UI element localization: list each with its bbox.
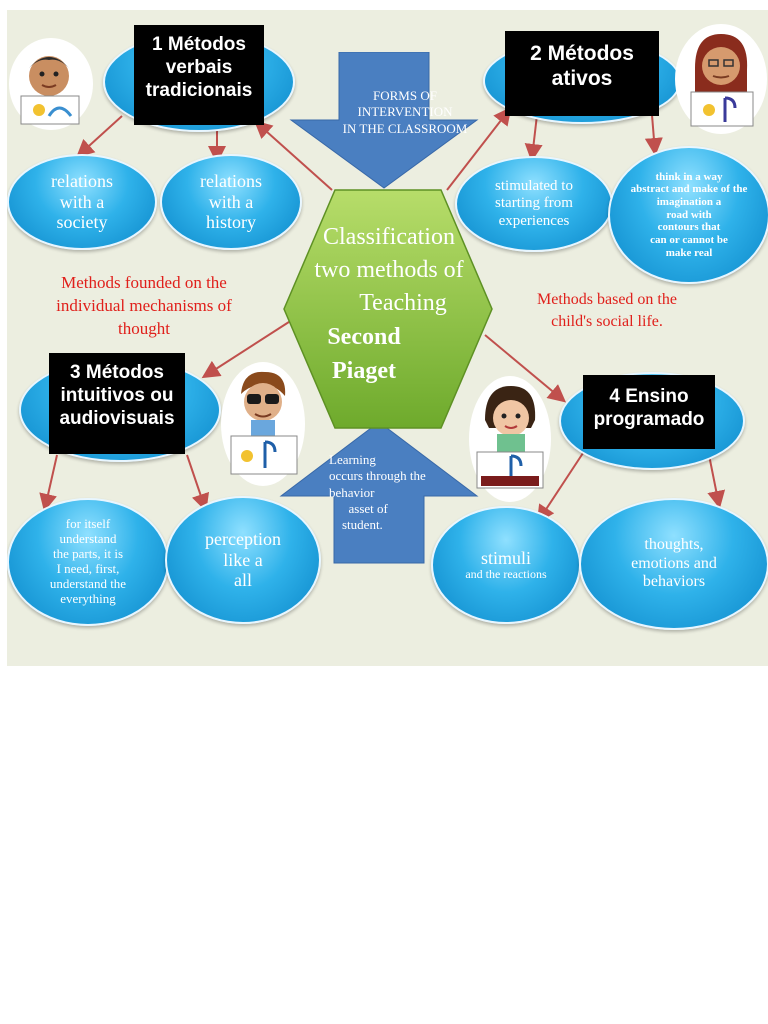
center-text: Classification two methods of Teaching S… [295, 221, 483, 388]
method-4-title: 4 Ensino programado [583, 375, 715, 449]
connector-center-m4 [484, 334, 567, 403]
connector-m3-perception [186, 454, 210, 512]
boy-with-glasses-icon [221, 362, 305, 486]
connector-m1-society [76, 115, 123, 158]
connector-center-m2 [446, 106, 512, 191]
girl-with-drawing-icon [469, 376, 551, 502]
connector-center-m1 [254, 120, 333, 191]
bubble-experiences-text: stimulated to starting from experiences [495, 178, 573, 229]
center-line-1: Classification [323, 224, 455, 250]
connector-m2-experiences [524, 114, 543, 162]
bubble-thoughts: thoughts, emotions and behaviors [579, 498, 768, 630]
bubble-history-text: relations with a history [200, 170, 262, 233]
bubble-imagination: think in a way abstract and make of the … [608, 146, 768, 284]
center-line-2: two methods of [314, 257, 464, 283]
bottom-arrow [279, 421, 479, 564]
bubble-experiences: stimulated to starting from experiences [455, 156, 613, 252]
woman-with-drawing-icon [675, 24, 767, 134]
bubble-perception-text: perception like a all [205, 528, 281, 591]
method-2-title: 2 Métodos ativos [505, 31, 659, 116]
note-left: Methods founded on the individual mechan… [56, 273, 232, 338]
bubble-society-text: relations with a society [51, 170, 113, 233]
bubble-thoughts-text: thoughts, emotions and behaviors [631, 536, 717, 591]
bottom-arrow-text: Learning occurs through the behavior ass… [329, 452, 426, 532]
method-1-title: 1 Métodos verbais tradicionais [134, 25, 264, 125]
connector-center-m3 [201, 319, 293, 379]
connector-m4-thoughts [707, 454, 726, 509]
mind-map-canvas: FORMS OF INTERVENTION IN THE CLASSROOM L… [7, 10, 768, 666]
boy-with-drawing-icon [9, 38, 93, 130]
note-right: Methods based on the child's social life… [537, 291, 677, 330]
bubble-stimuli-subtext: and the reactions [465, 567, 547, 582]
bubble-society: relations with a society [7, 154, 157, 250]
bubble-perception: perception like a all [165, 496, 321, 624]
center-bold-1: Second [327, 324, 401, 350]
center-bold-2: Piaget [332, 358, 396, 384]
connector-m2-imagination [644, 114, 663, 156]
bubble-parts-text: for itself understand the parts, it is I… [49, 516, 127, 606]
center-hexagon [283, 189, 493, 429]
top-arrow [289, 52, 479, 189]
connector-m4-stimuli [536, 449, 586, 524]
bubble-stimuli: stimuli and the reactions [431, 506, 581, 624]
bubble-history: relations with a history [160, 154, 302, 250]
bubble-parts: for itself understand the parts, it is I… [7, 498, 169, 626]
bubble-imagination-text: think in a way abstract and make of the … [630, 170, 748, 259]
top-arrow-text: FORMS OF INTERVENTION IN THE CLASSROOM [342, 88, 468, 136]
center-line-3: Teaching [359, 290, 447, 316]
method-3-title: 3 Métodos intuitivos ou audiovisuais [49, 353, 185, 454]
connector-m3-parts [39, 454, 58, 512]
bubble-stimuli-text: stimuli [480, 547, 531, 568]
